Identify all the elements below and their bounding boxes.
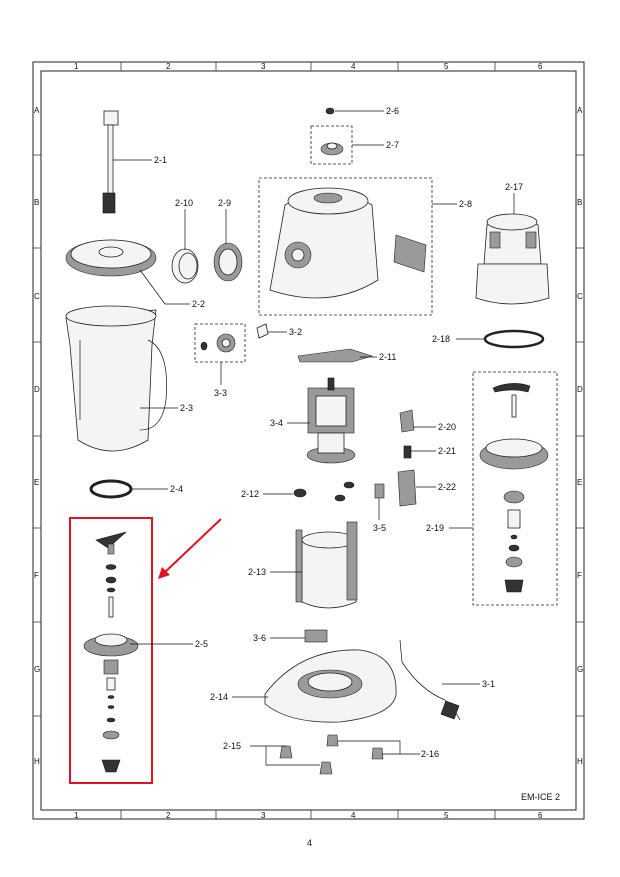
label-2-16: 2-16 — [421, 749, 439, 759]
label-2-5: 2-5 — [195, 639, 208, 649]
part-2-18-gasket — [483, 329, 545, 349]
part-2-11-bracket — [297, 348, 374, 363]
label-2-14: 2-14 — [210, 692, 228, 702]
pointer-arrow — [158, 518, 222, 579]
part-3-4-motor — [306, 377, 356, 464]
row-label-b: B — [34, 198, 39, 207]
label-2-9: 2-9 — [218, 198, 231, 208]
row-label-a-right: A — [577, 106, 583, 115]
col-label-6-bottom: 6 — [538, 811, 543, 820]
label-2-17: 2-17 — [505, 182, 523, 192]
part-2-20-lever — [399, 409, 415, 433]
part-3-3-switch — [200, 333, 236, 353]
label-2-3: 2-3 — [180, 403, 193, 413]
part-2-1-spatula — [102, 110, 119, 214]
label-2-15: 2-15 — [223, 741, 241, 751]
row-ticks — [33, 154, 584, 717]
part-2-8-dashed-box — [258, 177, 433, 316]
part-3-6-relay — [304, 629, 328, 643]
col-label-3: 3 — [261, 62, 266, 71]
part-2-3-jug — [65, 305, 167, 452]
row-label-c-right: C — [577, 292, 583, 301]
part-3-5-sensor — [374, 483, 385, 499]
col-label-3-bottom: 3 — [261, 811, 266, 820]
row-label-h: H — [34, 757, 40, 766]
part-2-2-lid — [65, 239, 157, 277]
row-label-b-right: B — [577, 198, 582, 207]
row-label-f: F — [34, 571, 39, 580]
label-2-10: 2-10 — [175, 198, 193, 208]
label-2-1: 2-1 — [154, 155, 167, 165]
part-2-6-nut — [325, 107, 335, 115]
part-2-12-bushings — [293, 481, 355, 502]
col-label-5-bottom: 5 — [444, 811, 449, 820]
part-3-1-power-cord — [399, 639, 461, 721]
part-2-19-dashed-box — [472, 371, 558, 606]
col-label-5: 5 — [444, 62, 449, 71]
part-2-22-housing — [397, 469, 417, 507]
row-label-a: A — [34, 106, 40, 115]
inner-frame — [40, 70, 577, 811]
model-code: EM-ICE 2 — [521, 792, 560, 802]
col-label-2-bottom: 2 — [166, 811, 171, 820]
row-label-g-right: G — [577, 665, 583, 674]
part-2-8-motor-housing — [269, 187, 427, 299]
row-label-d-right: D — [577, 385, 583, 394]
part-2-10-knob — [171, 248, 199, 284]
row-label-f-right: F — [577, 571, 582, 580]
col-label-6: 6 — [538, 62, 543, 71]
row-label-e: E — [34, 478, 39, 487]
part-2-14-base — [264, 649, 397, 723]
col-label-1-bottom: 1 — [74, 811, 79, 820]
outer-frame — [32, 61, 585, 820]
label-2-2: 2-2 — [192, 299, 205, 309]
label-2-18: 2-18 — [432, 334, 450, 344]
part-2-19-ice-mechanism — [479, 383, 549, 593]
label-2-13: 2-13 — [248, 567, 266, 577]
label-3-2: 3-2 — [289, 327, 302, 337]
part-2-15-feet — [279, 745, 333, 775]
label-2-20: 2-20 — [438, 422, 456, 432]
page-number: 4 — [307, 838, 312, 848]
label-2-12: 2-12 — [241, 489, 259, 499]
label-2-6: 2-6 — [386, 106, 399, 116]
column-ticks — [120, 62, 496, 819]
label-3-1: 3-1 — [482, 679, 495, 689]
part-2-9-knob-ring — [213, 242, 243, 282]
row-label-h-right: H — [577, 757, 583, 766]
label-3-6: 3-6 — [253, 633, 266, 643]
col-label-4: 4 — [351, 62, 356, 71]
part-3-2-clip — [256, 323, 269, 339]
row-label-g: G — [34, 665, 40, 674]
row-label-e-right: E — [577, 478, 582, 487]
label-2-11: 2-11 — [379, 352, 396, 362]
part-2-16-feet — [326, 734, 384, 760]
label-2-22: 2-22 — [438, 482, 456, 492]
label-3-3: 3-3 — [214, 388, 227, 398]
label-2-8: 2-8 — [459, 199, 472, 209]
row-label-c: C — [34, 292, 40, 301]
part-2-17-ice-chamber — [475, 213, 550, 305]
part-2-5-blade-assembly — [83, 531, 139, 773]
label-2-21: 2-21 — [438, 446, 456, 456]
part-2-4-gasket — [89, 479, 133, 499]
label-3-5: 3-5 — [373, 523, 386, 533]
part-3-3-dashed-box — [194, 323, 246, 363]
col-label-2: 2 — [166, 62, 171, 71]
highlight-box-2-5 — [69, 517, 153, 784]
part-2-7-coupling — [320, 142, 344, 156]
col-label-4-bottom: 4 — [351, 811, 356, 820]
label-2-7: 2-7 — [386, 140, 399, 150]
part-2-13-motor-cover — [295, 521, 358, 609]
col-label-1: 1 — [74, 62, 79, 71]
part-2-21-spring — [403, 445, 412, 459]
label-2-4: 2-4 — [170, 484, 183, 494]
label-2-19: 2-19 — [426, 523, 444, 533]
row-label-d: D — [34, 385, 40, 394]
label-3-4: 3-4 — [270, 418, 283, 428]
